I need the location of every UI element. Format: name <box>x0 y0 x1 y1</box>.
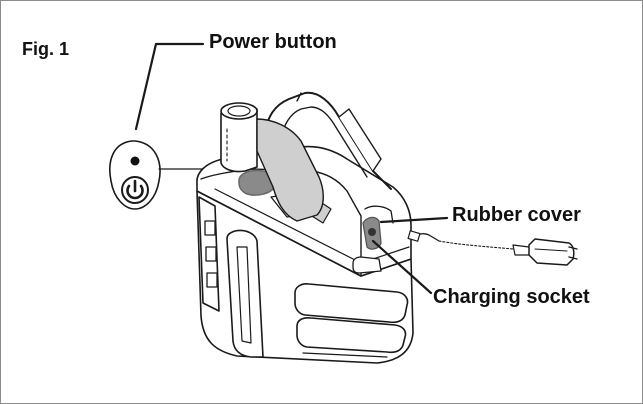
power-button-label: Power button <box>209 31 337 53</box>
rubber-cover-leader <box>379 216 449 224</box>
power-icon <box>126 179 144 200</box>
charging-socket-leader <box>371 239 433 295</box>
rubber-cover-label: Rubber cover <box>452 204 581 226</box>
device-base <box>196 190 414 364</box>
figure-label: Fig. 1 <box>22 39 70 59</box>
power-button-leader <box>134 42 205 131</box>
led-indicator-icon <box>130 156 140 166</box>
power-button-detail <box>109 140 161 210</box>
device-shroud <box>256 118 324 222</box>
charging-socket-label: Charging socket <box>433 286 590 308</box>
charging-socket-hole <box>368 228 376 236</box>
charging-port <box>352 205 394 274</box>
charger-cable <box>407 230 578 266</box>
device-cylinder <box>220 102 268 173</box>
